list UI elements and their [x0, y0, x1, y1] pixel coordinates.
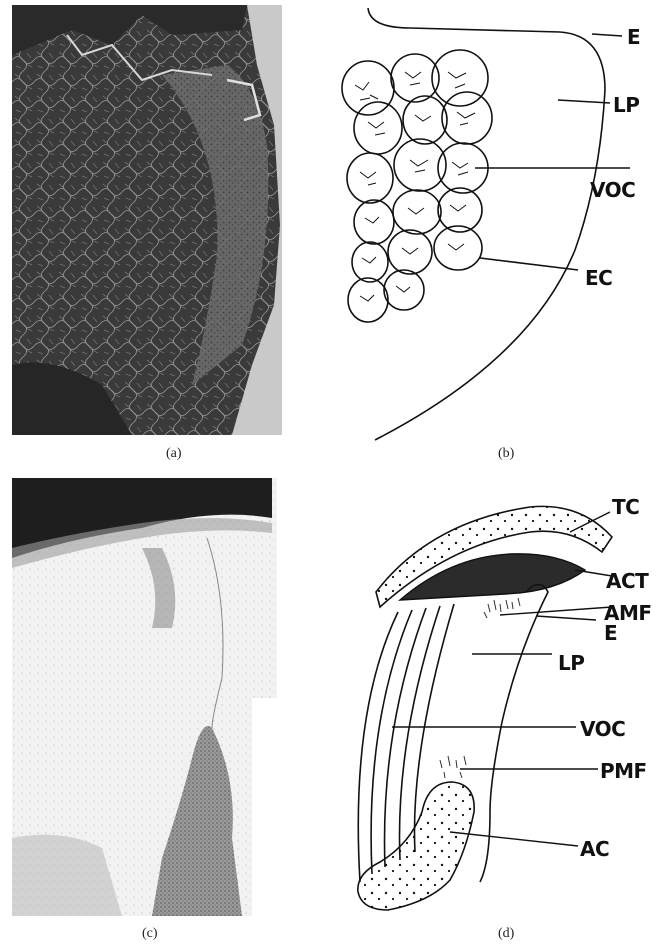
label-d-tc: TC — [612, 495, 639, 519]
epithelium-line — [480, 585, 548, 883]
epithelium-line — [368, 8, 605, 440]
caption-d: (d) — [498, 926, 514, 942]
label-b-ec: EC — [585, 266, 612, 290]
caption-a: (a) — [166, 446, 182, 462]
caption-c: (c) — [142, 926, 158, 942]
label-b-e: E — [627, 25, 640, 49]
label-d-e: E — [604, 621, 617, 645]
caption-b: (b) — [498, 446, 514, 462]
diagram-d: TC ACT AMF E LP VOC PMF AC — [340, 482, 659, 922]
micrograph-c — [12, 478, 277, 916]
label-b-lp: LP — [613, 93, 639, 117]
label-d-act: ACT — [606, 569, 649, 593]
diagram-b: E LP VOC EC — [330, 0, 659, 450]
vocalis-cells — [342, 50, 492, 322]
label-d-ac: AC — [580, 837, 609, 861]
label-b-voc: VOC — [590, 178, 635, 202]
micrograph-a — [12, 5, 282, 435]
label-d-voc: VOC — [580, 717, 625, 741]
posterior-macula-flava — [440, 756, 466, 778]
label-d-lp: LP — [558, 651, 584, 675]
label-d-pmf: PMF — [600, 759, 647, 783]
